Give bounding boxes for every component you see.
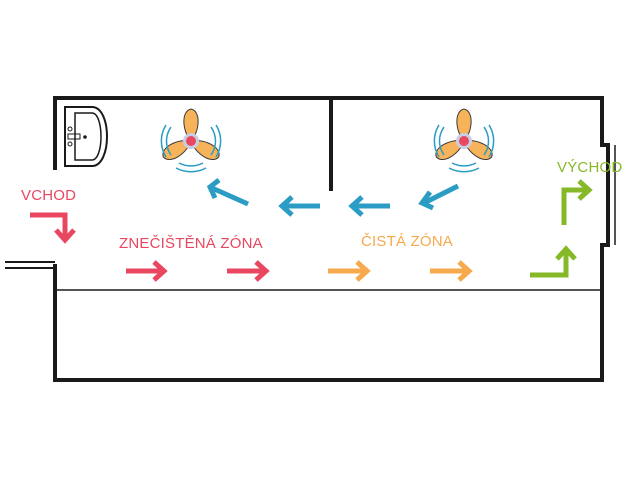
dirty-zone-label: ZNEČIŠTĚNÁ ZÓNA [119,235,263,252]
arrow-icon [418,183,460,211]
arrow-icon [206,178,250,207]
arrow-icon [348,195,390,217]
clean-zone-label: ČISTÁ ZÓNA [361,233,454,250]
exit-arrows [530,179,593,278]
exit-label: VÝCHOD [557,159,623,176]
entrance-arrow-icon [30,212,76,244]
sink-icon [64,106,108,167]
arrow-icon [278,195,320,217]
dirty-zone-arrows [126,260,270,282]
walls [5,96,616,382]
clean-zone-arrows [328,260,473,282]
airflow-arrows [206,178,460,217]
entrance-label: VCHOD [21,187,77,204]
fan-icon [158,108,224,173]
fan-icon [431,108,497,173]
